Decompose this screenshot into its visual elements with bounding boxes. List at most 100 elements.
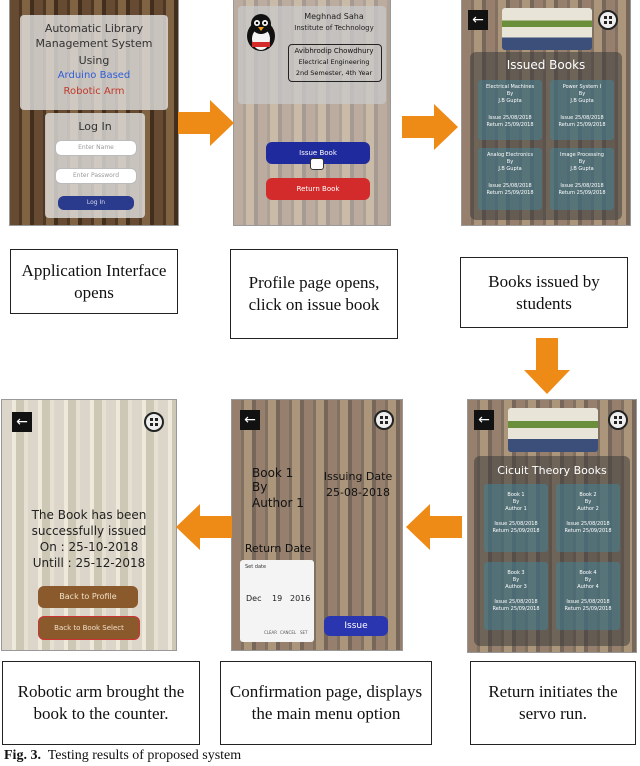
confirm-book-title: Book 1 [252,466,294,480]
book-by: By [512,499,520,505]
back-to-profile-button[interactable]: Back to Profile [38,586,138,608]
book-by: By [506,91,514,97]
app-title-line-2: Management System [35,37,153,50]
book-return-date: Return 25/09/2018 [564,528,612,534]
picker-year[interactable]: 2016 [290,594,311,603]
book-return-date: Return 25/09/2018 [486,190,534,196]
figure-label: Fig. 3. [4,748,41,763]
qr-code-icon[interactable] [598,10,618,30]
back-arrow-icon[interactable]: ← [474,410,494,430]
book-author: J.B Gupta [498,166,522,172]
book-return-date: Return 25/09/2018 [492,528,540,534]
book-card[interactable]: Book 4 By Author 4 Issue 25/08/2018 Retu… [556,562,620,630]
screen-issued-books: ← Issued Books Electrical Machines By J.… [462,0,630,225]
book-return-date: Return 25/09/2018 [492,606,540,612]
book-issue-date: Issue 25/08/2018 [494,599,538,605]
success-line-1: The Book has been [31,508,147,522]
book-stack-image [502,8,592,50]
picker-day[interactable]: 19 [272,594,283,603]
book-author: J.B Gupta [498,98,522,104]
title-panel [20,15,168,110]
book-return-date: Return 25/09/2018 [564,606,612,612]
caption-return-servo: Return initiates the servo run. [470,661,636,745]
figure-caption-text: Testing results of proposed system [47,748,242,763]
name-input[interactable]: Enter Name [55,140,137,156]
book-card[interactable]: Book 1 By Author 1 Issue 25/08/2018 Retu… [484,484,548,552]
issue-button[interactable]: Issue [324,616,388,636]
book-by: By [506,159,514,165]
back-arrow-icon[interactable]: ← [240,410,260,430]
book-card[interactable]: Image Processing By J.B Gupta Issue 25/0… [550,148,614,210]
caption-text: Application Interface opens [21,260,167,302]
qr-code-icon[interactable] [608,410,628,430]
success-line-3: On : 25-10-2018 [39,540,139,554]
return-date-label: Return Date [244,542,312,555]
hand-pointer-icon [310,158,324,170]
book-title: Book 3 [507,570,525,576]
student-name: Avibhrodip Chowdhury [294,47,374,55]
picker-month[interactable]: Dec [246,594,262,603]
book-title: Book 1 [507,492,525,498]
book-return-date: Return 25/09/2018 [558,190,606,196]
screen-app-login: Automatic Library Management System Usin… [10,0,178,225]
book-card[interactable]: Book 2 By Author 2 Issue 25/08/2018 Retu… [556,484,620,552]
picker-cancel[interactable]: CANCEL [280,630,297,635]
back-arrow-icon[interactable]: ← [468,10,488,30]
caption-text: Confirmation page, displays the main men… [229,682,423,723]
screen-confirmation: ← Book 1 By Author 1 Issuing Date 25-08-… [232,400,402,650]
book-card[interactable]: Book 3 By Author 3 Issue 25/08/2018 Retu… [484,562,548,630]
name-placeholder: Enter Name [78,144,114,151]
issuing-date-value: 25-08-2018 [326,486,390,499]
bookshelf-background [2,400,176,650]
book-by: By [584,499,592,505]
book-card[interactable]: Analog Electronics By J.B Gupta Issue 25… [478,148,542,210]
student-semester: 2nd Semester, 4th Year [295,69,373,77]
login-button-label: Log In [86,199,106,206]
caption-books-issued: Books issued by students [460,257,628,328]
qr-code-icon[interactable] [144,412,164,432]
date-picker[interactable]: Set date Dec 19 2016 CLEAR CANCEL SET [240,560,314,642]
book-issue-date: Issue 25/08/2018 [488,115,532,121]
book-by: By [512,577,520,583]
caption-text: Return initiates the servo run. [488,682,618,723]
issue-book-button[interactable]: Issue Book [266,142,370,164]
picker-clear[interactable]: CLEAR [264,630,278,635]
date-picker-title: Set date [245,564,267,570]
book-author: Author 2 [577,506,599,512]
book-card[interactable]: Electrical Machines By J.B Gupta Issue 2… [478,80,542,140]
success-line-2: successfully issued [31,524,147,538]
student-department: Electrical Engineering [298,58,370,66]
back-to-book-select-button[interactable]: Back to Book Select [38,616,140,640]
book-issue-date: Issue 25/08/2018 [488,183,532,189]
arrow-left-1 [406,504,462,550]
book-by: By [578,91,586,97]
book-title: Book 2 [579,492,597,498]
back-arrow-icon[interactable]: ← [12,412,32,432]
institute-line-2: Institute of Technology [294,24,374,32]
institute-line-1: Meghnad Saha [304,12,364,21]
book-issue-date: Issue 25/08/2018 [560,183,604,189]
arrow-left-2 [176,504,232,550]
figure-caption: Fig. 3. Testing results of proposed syst… [4,748,241,764]
book-return-date: Return 25/09/2018 [558,122,606,128]
issue-button-label: Issue [344,621,368,631]
book-author: Author 1 [505,506,527,512]
login-button[interactable]: Log In [58,196,134,210]
book-card[interactable]: Power System I By J.B Gupta Issue 25/08/… [550,80,614,140]
caption-app-interface: Application Interface opens [10,249,178,314]
password-input[interactable]: Enter Password [55,168,137,184]
book-by: By [584,577,592,583]
qr-code-icon[interactable] [374,410,394,430]
issued-books-heading: Issued Books [506,58,586,72]
book-issue-date: Issue 25/08/2018 [494,521,538,527]
app-title-line-1: Automatic Library [44,22,144,35]
app-subtitle-red: Robotic Arm [63,86,125,97]
return-book-button[interactable]: Return Book [266,178,370,200]
book-title: Image Processing [560,152,604,158]
book-author: J.B Gupta [570,166,594,172]
student-info-box [288,44,382,82]
success-line-4: Untill : 25-12-2018 [32,556,146,570]
picker-set[interactable]: SET [300,630,308,635]
arrow-down [524,338,570,394]
confirm-book-author: Author 1 [252,496,304,510]
